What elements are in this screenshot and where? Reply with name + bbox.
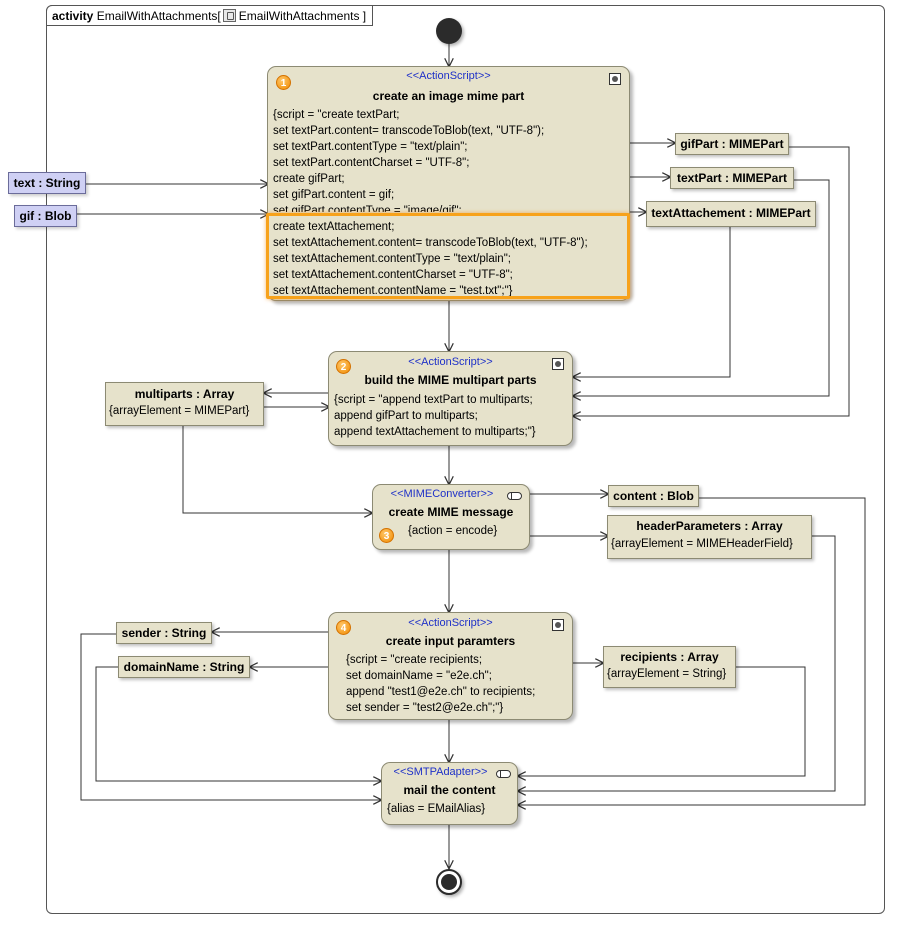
object-recipients[interactable]: recipients : Array {arrayElement = Strin…: [603, 646, 736, 688]
frame-diagram-ref: EmailWithAttachments: [238, 9, 360, 23]
a3-constraint: {action = encode}: [408, 525, 498, 537]
headerparameters-constraint: {arrayElement = MIMEHeaderField}: [611, 538, 793, 550]
a1-gear-icon: [609, 73, 621, 85]
frame-name: EmailWithAttachments: [96, 9, 218, 23]
multiparts-constraint: {arrayElement = MIMEPart}: [109, 405, 250, 417]
object-domainname[interactable]: domainName : String: [118, 656, 250, 678]
flow-textattachement-to-a2: [573, 227, 731, 377]
content-title: content : Blob: [613, 489, 694, 503]
a2-name: build the MIME multipart parts: [364, 373, 537, 387]
domainname-title: domainName : String: [123, 660, 245, 674]
action-create-mime-message[interactable]: <<MIMEConverter>> create MIME message 3 …: [372, 484, 530, 550]
a4-script: {script = "create recipients; set domain…: [346, 654, 536, 714]
action-build-mime-multipart[interactable]: 2 <<ActionScript>> build the MIME multip…: [328, 351, 573, 446]
object-textattachement[interactable]: textAttachement : MIMEPart: [646, 201, 816, 227]
a1-name: create an image mime part: [372, 89, 525, 103]
frame-header: activity EmailWithAttachments[EmailWithA…: [46, 5, 374, 26]
activity-final-node[interactable]: [436, 869, 462, 895]
diagram-icon: [222, 9, 236, 22]
object-content[interactable]: content : Blob: [608, 485, 699, 507]
a2-stereotype: <<ActionScript>>: [408, 356, 493, 368]
a1-stereotype: <<ActionScript>>: [406, 70, 491, 82]
step-4-badge: 4: [336, 620, 351, 635]
flow-domainname-to-a5: [95, 666, 381, 781]
step-1-badge: 1: [276, 75, 291, 90]
a2-gear-icon: [552, 358, 564, 370]
flow-gifpart-to-a2: [573, 146, 850, 416]
action-create-image-mime-part[interactable]: 1 <<ActionScript>> create an image mime …: [267, 66, 630, 301]
param-text[interactable]: text : String: [8, 172, 86, 194]
flow-content-to-a5: [518, 497, 866, 805]
a5-name: mail the content: [403, 783, 496, 797]
recipients-constraint: {arrayElement = String}: [607, 668, 727, 680]
frame-bracket-open: [: [217, 9, 221, 23]
frame-keyword: activity: [52, 9, 94, 23]
initial-node[interactable]: [436, 18, 462, 44]
a3-stereotype: <<MIMEConverter>>: [390, 488, 494, 500]
flow-recipients-to-a5: [518, 666, 806, 776]
a2-script: {script = "append textPart to multiparts…: [334, 394, 536, 438]
flow-sender-to-a5: [80, 633, 381, 800]
recipients-title: recipients : Array: [620, 650, 719, 664]
textpart-title: textPart : MIMEPart: [676, 171, 788, 185]
frame-bracket-close: ]: [362, 9, 367, 23]
object-textpart[interactable]: textPart : MIMEPart: [670, 167, 794, 189]
object-sender[interactable]: sender : String: [116, 622, 212, 644]
a5-pill-icon: [496, 770, 511, 778]
flow-headerparams-to-a5: [518, 535, 836, 791]
a1-script: {script = "create textPart; set textPart…: [273, 109, 545, 212]
action-mail-the-content[interactable]: <<SMTPAdapter>> mail the content {alias …: [381, 762, 518, 825]
headerparameters-title: headerParameters : Array: [636, 519, 783, 533]
a3-name: create MIME message: [388, 505, 514, 519]
object-gifpart[interactable]: gifPart : MIMEPart: [675, 133, 789, 155]
textattachement-title: textAttachement : MIMEPart: [651, 206, 811, 220]
multiparts-title: multiparts : Array: [134, 387, 235, 401]
flow-multiparts-to-a3: [182, 426, 372, 513]
step-2-badge: 2: [336, 359, 351, 374]
flow-textpart-to-a2: [573, 179, 830, 396]
gifpart-title: gifPart : MIMEPart: [680, 137, 784, 151]
a4-gear-icon: [552, 619, 564, 631]
sender-title: sender : String: [121, 626, 207, 640]
a1-script-highlighted: create textAttachement; set textAttachem…: [273, 221, 588, 297]
a3-pill-icon: [507, 492, 522, 500]
a5-stereotype: <<SMTPAdapter>>: [393, 766, 488, 778]
param-gif[interactable]: gif : Blob: [14, 205, 77, 227]
a4-stereotype: <<ActionScript>>: [408, 617, 493, 629]
a4-name: create input paramters: [385, 634, 516, 648]
object-multiparts[interactable]: multiparts : Array {arrayElement = MIMEP…: [105, 382, 264, 426]
a5-constraint: {alias = EMailAlias}: [387, 803, 486, 815]
step-3-badge: 3: [379, 528, 394, 543]
object-headerparameters[interactable]: headerParameters : Array {arrayElement =…: [607, 515, 812, 559]
activity-frame: [46, 5, 885, 914]
action-create-input-parameters[interactable]: 4 <<ActionScript>> create input paramter…: [328, 612, 573, 720]
